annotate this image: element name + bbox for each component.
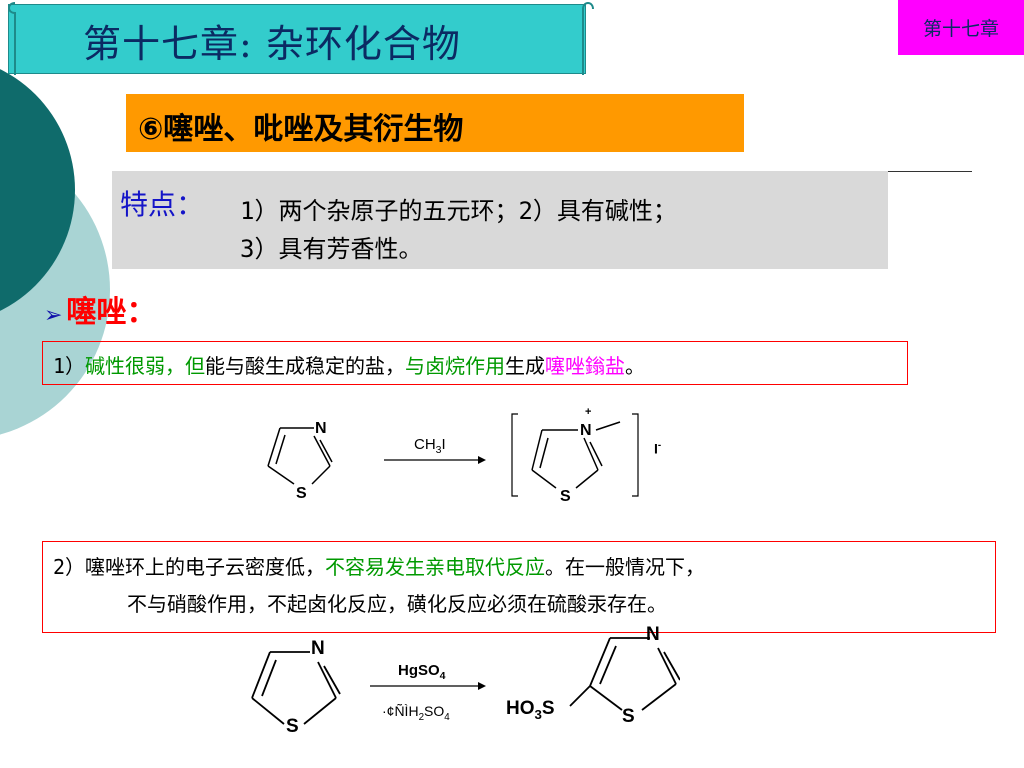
reaction-2-reagent-bottom: ·¢ÑÌH2SO4 <box>382 703 450 723</box>
thiazole-ring-structure <box>267 427 333 485</box>
point-1-prefix: 1） <box>53 354 86 378</box>
point-2-prefix: 2）噻唑环上的电子云密度低， <box>53 555 326 579</box>
reaction-1-ring-s-label: S <box>296 485 307 502</box>
chapter-badge: 第十七章 <box>898 0 1024 55</box>
section-banner: ⑥噻唑、吡唑及其衍生物 <box>126 94 744 152</box>
thiazole-heading-text: 噻唑： <box>66 295 157 330</box>
point-1-salt-text: 能与酸生成稳定的盐， <box>205 354 406 378</box>
reaction-2-product-n-label: N <box>646 624 660 645</box>
thiazole-ring-structure-2 <box>251 651 341 725</box>
point-1-haloalkane: 与卤烷作用 <box>405 354 506 378</box>
reaction-1-counter-ion: I- <box>654 440 662 457</box>
scroll-left-curl-icon <box>8 2 16 75</box>
reaction-2-ring-s-label: S <box>286 716 299 737</box>
reaction-2-reagent-top: HgSO4 <box>398 662 446 682</box>
section-title: ⑥噻唑、吡唑及其衍生物 <box>138 112 464 147</box>
features-box: 特点： 1）两个杂原子的五元环；2）具有碱性； 3）具有芳香性。 <box>112 171 888 269</box>
point-2-line-1: 2）噻唑环上的电子云密度低，不容易发生亲电取代反应。在一般情况下， <box>53 551 705 580</box>
thiazolium-ring-structure <box>531 421 621 489</box>
reaction-2-arrow-head <box>478 682 486 690</box>
slide-title: 第十七章: 杂环化合物 <box>83 22 461 66</box>
dark-circle-shape <box>0 69 75 311</box>
reaction-2-ring-n-label: N <box>311 638 325 659</box>
reaction-2-diagram <box>251 637 680 725</box>
reaction-arrow-head <box>478 456 486 464</box>
reaction-2-product-s-label: S <box>622 706 635 727</box>
point-1-text: 1）碱性很弱，但能与酸生成稳定的盐，与卤烷作用生成噻唑鎓盐。 <box>53 350 645 379</box>
point-2-box: 2）噻唑环上的电子云密度低，不容易发生亲电取代反应。在一般情况下， 不与硝酸作用… <box>42 541 996 633</box>
point-1-forms: 生成 <box>505 354 546 378</box>
reaction-2-sulfonic-group: HO3S <box>506 698 555 722</box>
reaction-1-diagram <box>267 413 639 497</box>
thiazole-heading: ➢噻唑： <box>44 287 156 331</box>
title-banner: 第十七章: 杂环化合物 <box>8 2 594 75</box>
scroll-right-curl-icon <box>582 2 594 75</box>
point-1-box: 1）碱性很弱，但能与酸生成稳定的盐，与卤烷作用生成噻唑鎓盐。 <box>42 341 908 385</box>
reaction-1-plus-charge: + <box>585 406 592 418</box>
point-2-rest: 。在一般情况下， <box>545 555 706 579</box>
product-bracket-right <box>632 413 639 497</box>
reaction-1-ring-n-label: N <box>315 420 327 437</box>
bullet-arrow-icon: ➢ <box>44 303 63 328</box>
point-2-highlight: 不容易发生亲电取代反应 <box>325 555 546 579</box>
features-line-2: 3）具有芳香性。 <box>240 235 423 263</box>
features-label: 特点： <box>120 188 205 221</box>
reaction-1-product-n-label: N <box>580 422 592 439</box>
point-1-thiazolium-salt: 噻唑鎓盐 <box>545 354 626 378</box>
reaction-1-reagent: CH3I <box>414 436 446 456</box>
features-line-1: 1）两个杂原子的五元环；2）具有碱性； <box>240 197 677 225</box>
product-bracket-left <box>511 413 518 497</box>
sulfonated-thiazole-structure <box>569 637 680 711</box>
point-1-suffix: 。 <box>625 354 646 378</box>
point-2-line-2: 不与硝酸作用，不起卤化反应，磺化反应必须在硫酸汞存在。 <box>127 592 667 616</box>
point-1-weak-basicity: 碱性很弱，但 <box>85 354 206 378</box>
reaction-1-product-s-label: S <box>560 488 571 505</box>
